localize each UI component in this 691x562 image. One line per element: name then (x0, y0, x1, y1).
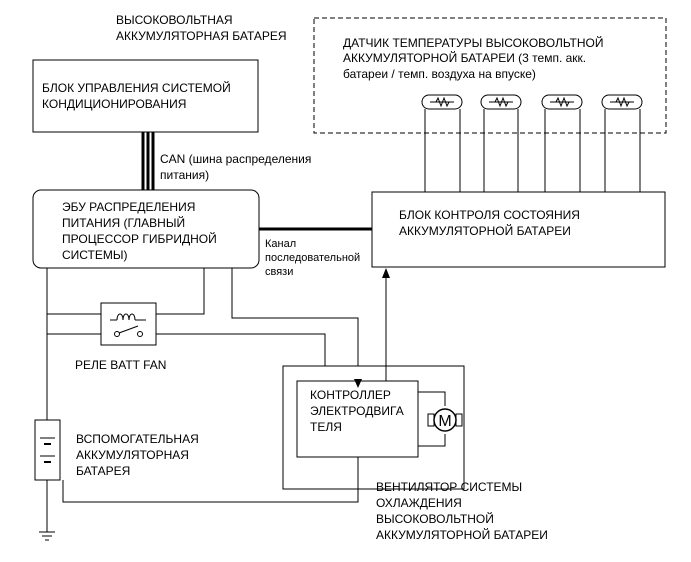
ecu-wiring (46, 268, 359, 420)
serial-link-label: последовательной (265, 252, 360, 264)
motor-icon: M (418, 391, 463, 447)
cooling-fan-label: АККУМУЛЯТОРНОЙ БАТАРЕИ (376, 527, 548, 542)
aux-battery-label: БАТАРЕЯ (76, 464, 130, 478)
cooling-fan-label: ВЕНТИЛЯТОР СИСТЕМЫ (376, 480, 522, 494)
relay-label: РЕЛЕ BATT FAN (75, 358, 166, 372)
controller-arrow-icon (354, 379, 362, 388)
serial-link-label: Канал (265, 238, 296, 250)
motor-controller-label: ТЕЛЯ (310, 420, 342, 434)
hv-battery-label-line: ВЫСОКОВОЛЬТНАЯ (116, 13, 233, 27)
power-ecu: ЭБУ РАСПРЕДЕЛЕНИЯ ПИТАНИЯ (ГЛАВНЫЙ ПРОЦЕ… (32, 189, 260, 269)
battery-monitor-label: АККУМУЛЯТОРНОЙ БАТАРЕИ (399, 223, 571, 238)
hv-battery-label-line: АККУМУЛЯТОРНАЯ БАТАРЕЯ (116, 29, 287, 43)
battery-monitor-unit: БЛОК КОНТРОЛЯ СОСТОЯНИЯ АККУМУЛЯТОРНОЙ Б… (371, 191, 666, 268)
temp-sensor-label: ДАТЧИК ТЕМПЕРАТУРЫ ВЫСОКОВОЛЬТНОЙ (343, 35, 603, 50)
power-ecu-label: ПИТАНИЯ (ГЛАВНЫЙ (62, 215, 185, 230)
motor-symbol: M (438, 413, 451, 430)
hv-battery-label: ВЫСОКОВОЛЬТНАЯ АККУМУЛЯТОРНАЯ БАТАРЕЯ (116, 13, 287, 43)
thermistor-icon (480, 94, 522, 110)
ac-control-unit-label: БЛОК УПРАВЛЕНИЯ СИСТЕМОЙ (42, 80, 231, 95)
thermistor-icon (541, 94, 583, 110)
battery-monitor-label: БЛОК КОНТРОЛЯ СОСТОЯНИЯ (399, 208, 580, 222)
can-bus-label: питания) (160, 168, 209, 182)
power-ecu-label: ЭБУ РАСПРЕДЕЛЕНИЯ (62, 200, 195, 214)
motor-controller-label: КОНТРОЛЛЕР (310, 388, 391, 402)
aux-battery: ВСПОМОГАТЕЛЬНАЯ АККУМУЛЯТОРНАЯ БАТАРЕЯ (34, 419, 199, 532)
serial-link-label: связи (265, 266, 293, 278)
ac-control-unit-label: КОНДИЦИОНИРОВАНИЯ (42, 97, 186, 111)
power-ecu-label: ПРОЦЕССОР ГИБРИДНОЙ (62, 231, 217, 246)
motor-controller-label: ЭЛЕКТРОДВИГА (310, 404, 404, 418)
temp-sensor-group: ДАТЧИК ТЕМПЕРАТУРЫ ВЫСОКОВОЛЬТНОЙ АККУМУ… (313, 17, 667, 192)
ground-icon (39, 531, 55, 541)
cooling-fan-assembly: КОНТРОЛЛЕР ЭЛЕКТРОДВИГА ТЕЛЯ M ВЕНТИЛЯТО… (62, 268, 548, 542)
can-bus-label: CAN (шина распределения (160, 152, 311, 166)
temp-sensor-label: АККУМУЛЯТОРНОЙ БАТАРЕИ (3 темп. акк. (343, 50, 586, 65)
cooling-fan-label: ОХЛАЖДЕНИЯ (376, 496, 462, 510)
serial-link: Канал последовательной связи (259, 227, 372, 278)
ac-control-unit: БЛОК УПРАВЛЕНИЯ СИСТЕМОЙ КОНДИЦИОНИРОВАН… (32, 59, 259, 133)
cooling-fan-label: ВЫСОКОВОЛЬТНОЙ (376, 511, 494, 526)
thermistor-icon (421, 94, 463, 110)
aux-battery-label: ВСПОМОГАТЕЛЬНАЯ (76, 432, 199, 446)
power-ecu-label: СИСТЕМЫ) (62, 248, 128, 262)
temp-sensor-label: батареи / темп. воздуха на впуске) (343, 67, 536, 81)
thermistor-icon (601, 94, 643, 110)
aux-battery-label: АККУМУЛЯТОРНАЯ (76, 448, 189, 462)
can-bus: CAN (шина распределения питания) (141, 132, 311, 190)
batt-fan-relay: РЕЛЕ BATT FAN (75, 302, 166, 372)
thermistor-leads (424, 109, 641, 192)
